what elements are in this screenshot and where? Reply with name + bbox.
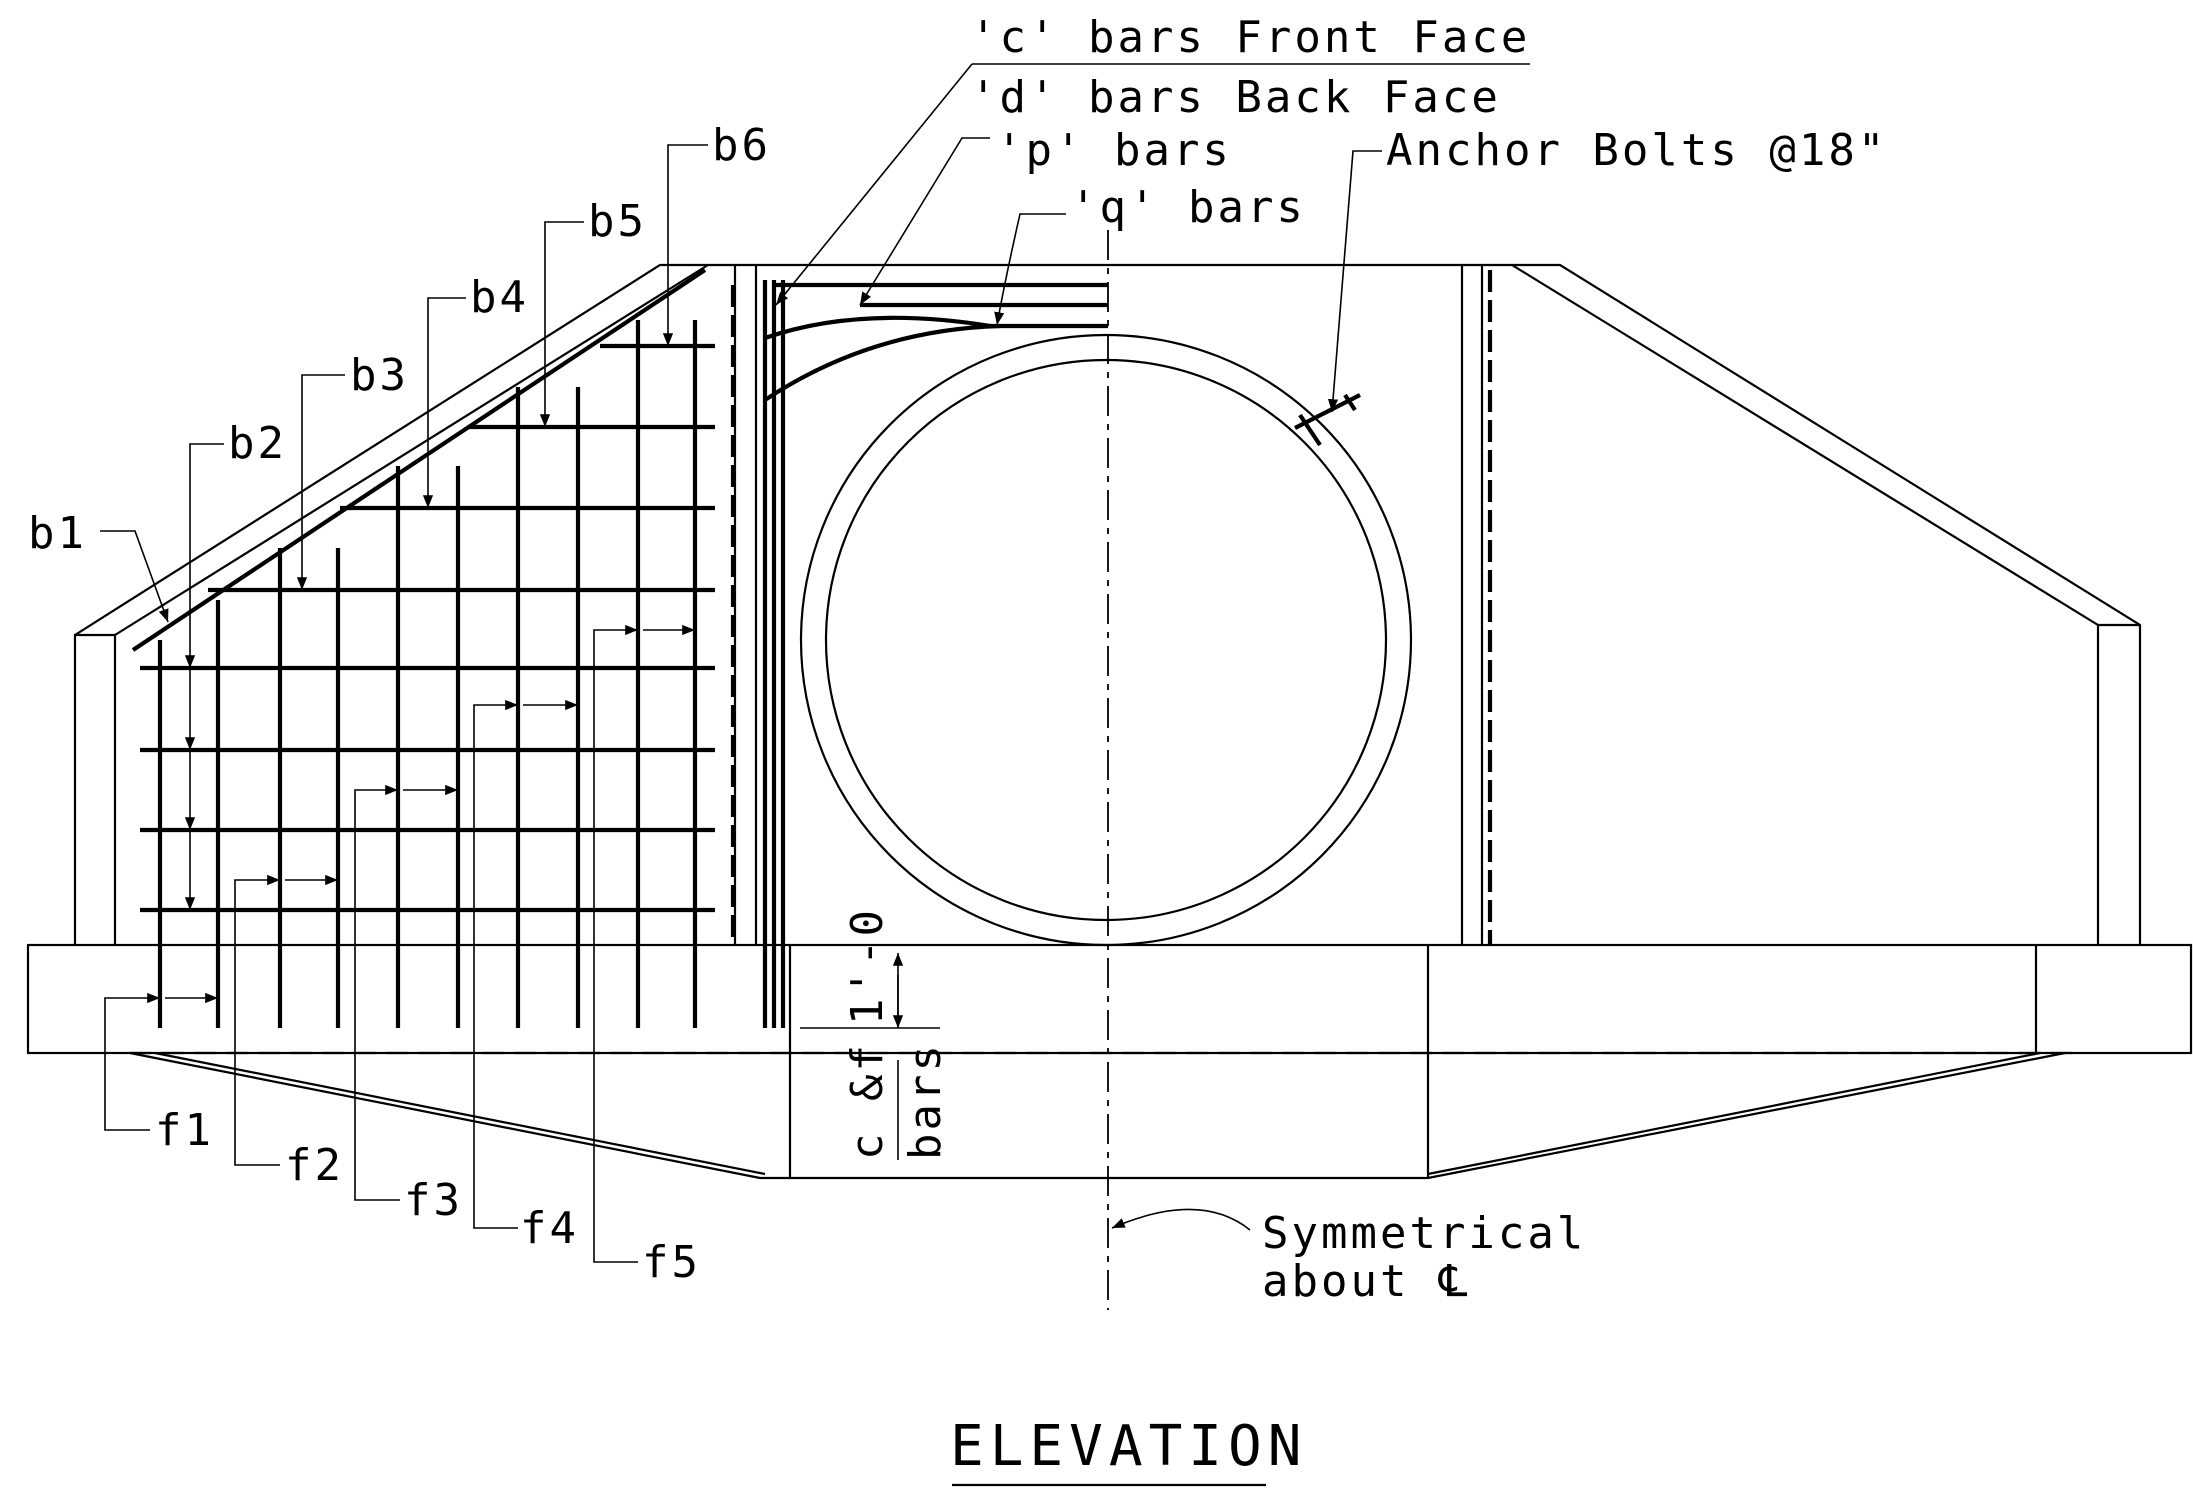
d-bars-label: 'd' bars Back Face: [970, 72, 1501, 123]
b5-label: b5: [588, 196, 647, 247]
pipe-opening: [799, 333, 1413, 947]
b4-label: b4: [470, 272, 529, 323]
p-q-bars: [763, 282, 1108, 402]
c-bars-label: 'c' bars Front Face: [970, 12, 1530, 63]
f5-label: f5: [642, 1237, 701, 1288]
p-bars-label: 'p' bars: [996, 125, 1232, 176]
wing-rebar: [131, 268, 786, 1028]
f4-label: f4: [520, 1203, 579, 1254]
cf-bars-line2: bars: [900, 1042, 951, 1160]
b3-label: b3: [350, 350, 409, 401]
f1-label: f1: [155, 1105, 214, 1156]
leaders: [100, 63, 1530, 1263]
anchor-bolts-label: Anchor Bolts @18": [1386, 125, 1887, 176]
q-bars-label: 'q' bars: [1070, 182, 1306, 233]
symmetrical-label: Symmetrical: [1262, 1208, 1586, 1259]
headwall-outline: [73, 263, 2142, 945]
b6-label: b6: [712, 120, 771, 171]
f2-label: f2: [285, 1140, 344, 1191]
footing: [26, 943, 2193, 1180]
f3-label: f3: [404, 1175, 463, 1226]
drawing-title: ELEVATION: [950, 1414, 1307, 1479]
about-cl-label: about ℄: [1262, 1256, 1470, 1307]
anchor-bolt-icon: [1294, 393, 1361, 447]
b1-label: b1: [28, 508, 87, 559]
b2-label: b2: [228, 418, 287, 469]
cf-bars-line1: c &f: [842, 1042, 893, 1160]
cf-dimension: 1'-0: [842, 907, 893, 1025]
